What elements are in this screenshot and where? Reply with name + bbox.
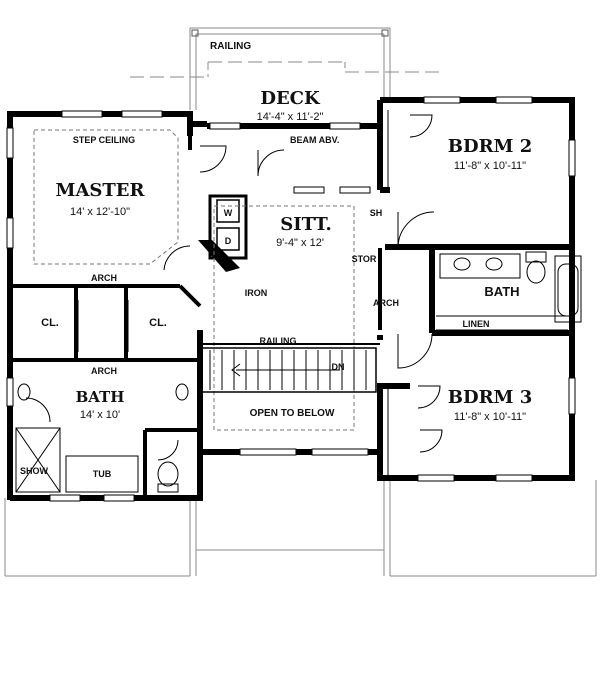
deck-railing-label: RAILING: [210, 41, 251, 52]
bath2-title: BATH: [484, 284, 519, 299]
doors: [25, 110, 568, 475]
master-bath-dims: 14' x 10': [80, 409, 120, 421]
windows: [6, 96, 576, 502]
sitting-dims: 9'-4" x 12': [276, 237, 324, 249]
beam-label: BEAM ABV.: [290, 135, 339, 145]
interior-walls: [10, 136, 382, 496]
arch-label-top: ARCH: [91, 273, 117, 283]
linen-label: LINEN: [463, 319, 490, 329]
bdrm3-title: BDRM 3: [448, 387, 533, 408]
tub-label: TUB: [93, 469, 112, 479]
stair-railing-label: RAILING: [260, 336, 297, 346]
master-title: MASTER: [56, 180, 146, 201]
washer-label: W: [224, 208, 233, 218]
bath-fixtures: [15, 251, 582, 493]
deck-title: DECK: [260, 88, 321, 109]
iron-label: IRON: [245, 288, 268, 298]
dryer-label: D: [225, 236, 232, 246]
open-below-label: OPEN TO BELOW: [250, 408, 335, 419]
storage-label: STOR: [352, 254, 377, 264]
bdrm2-title: BDRM 2: [448, 136, 533, 157]
deck-dims: 14'-4" x 11'-2": [257, 111, 324, 123]
step-ceiling-label: STEP CEILING: [73, 135, 135, 145]
bdrm2-dims: 11'-8" x 10'-11": [454, 160, 526, 172]
arch-label-right: ARCH: [373, 298, 399, 308]
master-dims: 14' x 12'-10": [70, 206, 130, 218]
deck-outline: [130, 27, 440, 110]
deck-corner-marks: [191, 29, 389, 37]
sitting-title: SITT.: [280, 214, 332, 235]
master-bath-title: BATH: [76, 388, 125, 406]
porch-outline: [4, 480, 597, 577]
closet-left-label: CL.: [41, 317, 59, 329]
shower-label: SHOW: [20, 466, 49, 476]
down-label: DN: [332, 362, 345, 372]
laundry-area: W D: [198, 194, 248, 272]
stairs: [199, 343, 380, 393]
shelf-label: SH: [370, 208, 383, 218]
closet-right-label: CL.: [149, 317, 167, 329]
arch-label-mid: ARCH: [91, 366, 117, 376]
bdrm3-dims: 11'-8" x 10'-11": [454, 411, 526, 423]
step-ceiling-outline: [33, 129, 355, 431]
